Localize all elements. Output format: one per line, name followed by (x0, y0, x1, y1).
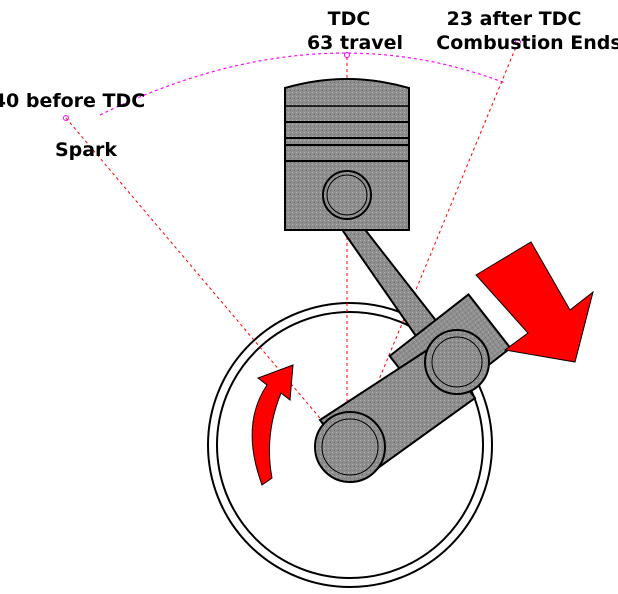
before-tdc-label: 40 before TDC (0, 90, 145, 112)
crank-arm (314, 293, 512, 483)
curved-arrow-icon (251, 364, 294, 486)
crankshaft-journal (314, 411, 386, 483)
down-right-arrow-icon (475, 241, 594, 363)
tdc-label: TDC (328, 8, 371, 30)
after-tdc-label: 23 after TDC (447, 8, 582, 30)
before-tdc-marker (63, 115, 69, 121)
spark-label: Spark (55, 139, 117, 161)
tdc-travel-label: 63 travel (307, 32, 403, 54)
wrist-pin (322, 170, 372, 220)
after-tdc-marker (515, 39, 521, 45)
piston (284, 78, 410, 231)
combustion-ends-label: Combustion Ends (436, 32, 618, 54)
tdc-marker (344, 52, 350, 58)
before-tdc-line (65, 117, 348, 451)
crankpin (424, 329, 490, 395)
rotation-guide-arc (99, 52, 506, 116)
